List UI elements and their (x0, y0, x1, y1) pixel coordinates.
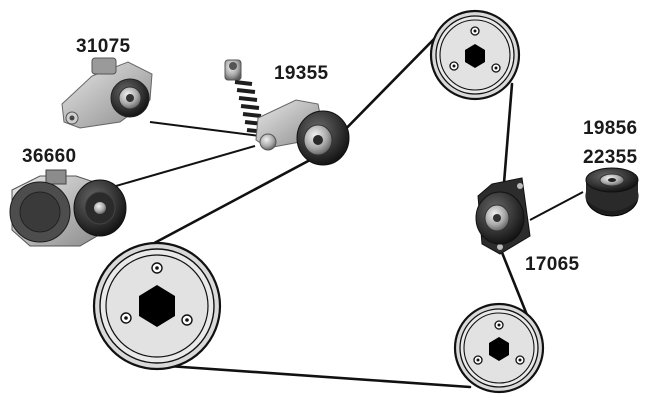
leader-line-19856 (529, 191, 584, 221)
bolt-icon (120, 262, 193, 326)
idler-bracket-17065-image (475, 177, 531, 255)
bolt-icon (473, 320, 525, 365)
bottom-right-pulley (453, 302, 545, 394)
hex-hub-icon (489, 337, 509, 361)
hex-hub-icon (465, 44, 485, 68)
tensioner-31075-image (61, 57, 153, 129)
tensioner-36660-image (9, 169, 127, 247)
belt-segment (166, 364, 472, 389)
hex-hub-icon (139, 285, 175, 327)
part-number-31075: 31075 (76, 36, 131, 57)
part-number-36660: 36660 (22, 146, 77, 167)
leader-lines (94, 121, 584, 221)
tensioner-19355-image (224, 59, 350, 166)
idler-pulley-19856-image (585, 167, 639, 217)
part-number-22355: 22355 (583, 147, 638, 168)
part-number-17065: 17065 (525, 254, 580, 275)
crankshaft-pulley (92, 241, 222, 371)
top-pulley (429, 9, 521, 101)
belt-segment (143, 150, 327, 250)
part-number-19355: 19355 (274, 63, 329, 84)
part-number-19856: 19856 (583, 118, 638, 139)
leader-line-36660 (94, 145, 256, 193)
leader-line-31075 (149, 121, 261, 137)
bolt-icon (449, 26, 501, 73)
